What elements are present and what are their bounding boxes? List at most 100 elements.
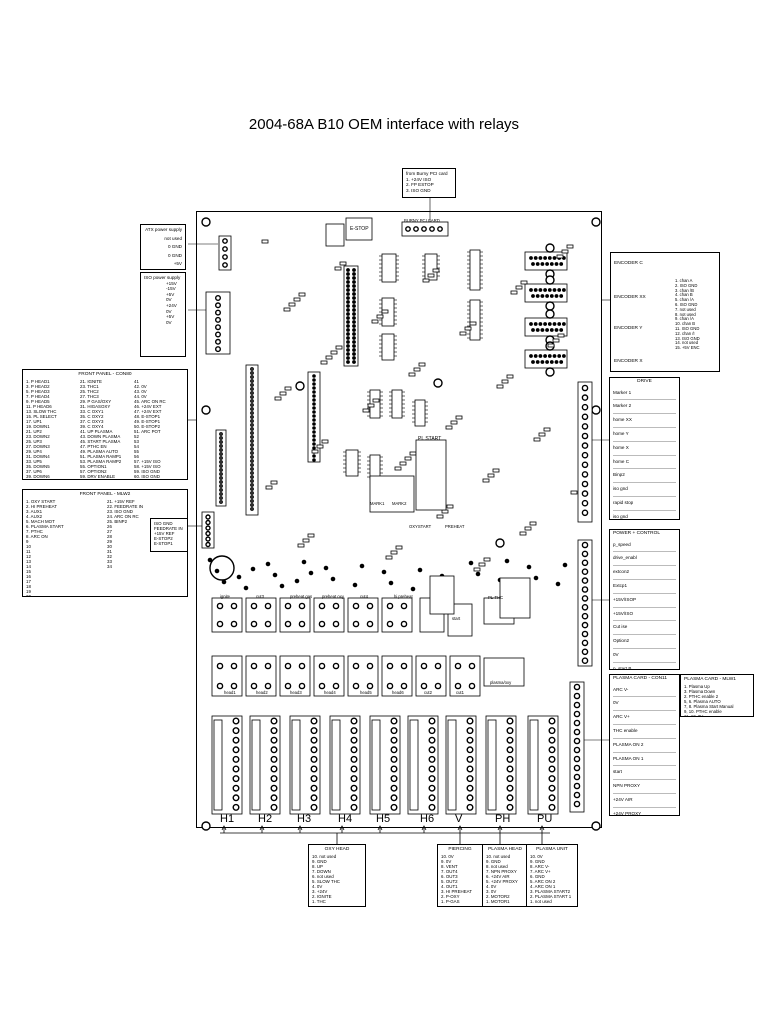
con80-pin: 3. P HEAD2 xyxy=(26,384,50,389)
terminal-screw xyxy=(466,746,474,754)
terminal-screw xyxy=(466,775,474,783)
mlw2-pin: 34 xyxy=(107,564,112,569)
plasma-head-header: PLASMA HEAD xyxy=(488,847,522,852)
iso-header: ISO power supply xyxy=(144,275,181,280)
via xyxy=(381,569,387,575)
pin xyxy=(346,336,350,340)
terminal-screw xyxy=(573,800,581,808)
pin xyxy=(352,332,356,336)
via xyxy=(562,562,568,568)
pin xyxy=(346,348,350,352)
relay-pin xyxy=(284,602,292,610)
pin xyxy=(214,302,221,309)
pin xyxy=(437,226,443,232)
relay-pin xyxy=(264,662,272,670)
power-control-signal: +15V/ISOP xyxy=(613,594,676,608)
drive-signal: rapid stop xyxy=(613,497,676,511)
relay xyxy=(347,655,379,697)
terminal-screw xyxy=(232,727,240,735)
pin xyxy=(250,451,254,455)
resistor xyxy=(506,374,514,379)
plasma-mlw1-header: PLASMA CARD - MLW1 xyxy=(684,677,736,682)
via xyxy=(475,571,481,577)
mark-switch-block xyxy=(369,475,415,513)
relay-pin xyxy=(468,662,476,670)
pin xyxy=(352,296,356,300)
power-control-signal: extcon2 xyxy=(613,566,676,580)
relay-pin xyxy=(230,682,238,690)
pin xyxy=(346,352,350,356)
capacitor xyxy=(209,555,235,581)
terminal-screw xyxy=(232,775,240,783)
con80-pin: 25. UP3 xyxy=(26,439,42,444)
pin xyxy=(557,354,562,358)
atx-header: ATX power supply xyxy=(145,227,182,232)
mounting-hole xyxy=(433,378,443,388)
power-control-signal: drive_enabl xyxy=(613,552,676,567)
ic-chip xyxy=(369,454,381,480)
resistor xyxy=(409,451,417,456)
mlw2-pin: 8. ARC ON xyxy=(26,534,48,539)
plasma-con11-signal: 0V xyxy=(613,697,676,712)
terminal-screw xyxy=(581,621,589,629)
con80-pin: 47. +24V EXT xyxy=(134,409,162,414)
encoder-x-label: ENCODER X xyxy=(614,359,643,364)
resistor xyxy=(320,360,328,365)
pin xyxy=(312,434,316,438)
terminal-screw xyxy=(548,803,556,811)
pin xyxy=(535,294,540,298)
plasma-head-pin: 2. MOTOR2 xyxy=(486,894,510,899)
terminal-screw xyxy=(581,630,589,638)
terminal-screw xyxy=(390,784,398,792)
encoder-pin: 14. not used xyxy=(675,340,699,346)
relay-pin xyxy=(284,662,292,670)
mlw2-pin: 7. PTHC xyxy=(26,529,43,534)
pin xyxy=(219,476,223,480)
pin xyxy=(250,395,254,399)
mlw2-pin: 33 xyxy=(107,559,112,564)
pin xyxy=(222,238,228,244)
plasma-unit-pin: 2. PLASMA START 1 xyxy=(530,894,572,899)
terminal-screw xyxy=(270,765,278,773)
relay-pin xyxy=(386,620,394,628)
pin xyxy=(352,344,356,348)
pin xyxy=(346,340,350,344)
pin xyxy=(535,262,540,266)
ic-chip xyxy=(345,449,359,477)
con80-pin: 29. UP4 xyxy=(26,449,42,454)
mounting-hole xyxy=(201,217,211,227)
terminal-screw xyxy=(350,784,358,792)
relay-pin xyxy=(298,662,306,670)
plasma-mlw1-pin: 2. PTHC enable 2 xyxy=(684,694,719,699)
resistor xyxy=(557,333,565,338)
encoder-pin: 15. +5V ENC xyxy=(675,345,700,351)
terminal-screw xyxy=(573,773,581,781)
pin xyxy=(250,475,254,479)
power-control-signal: p_start B xyxy=(613,663,676,669)
pl-start-block xyxy=(415,439,447,511)
pin xyxy=(547,322,552,326)
con80-pin: 45. ARC ON RC xyxy=(134,399,166,404)
pin xyxy=(219,484,223,488)
iso-gnd-line: +15V REF xyxy=(154,531,175,536)
pin xyxy=(352,328,356,332)
resistor xyxy=(446,504,454,509)
con80-pin: 58. +15V ISO xyxy=(134,464,161,469)
mlw2-pin: 20 xyxy=(26,594,31,597)
pin xyxy=(346,316,350,320)
resistor xyxy=(450,420,458,425)
con80-pin: 11. P HEAD6 xyxy=(26,404,52,409)
plasma-unit-pin: 7. ARC V+ xyxy=(530,869,551,874)
con80-pin: 57. OPTION2 xyxy=(80,469,107,474)
pl-thc-block xyxy=(429,575,455,615)
diagram-title: 2004-68A B10 OEM interface with relays xyxy=(248,116,520,133)
relay-label: head2 xyxy=(256,690,268,695)
ribbon-pins xyxy=(213,719,223,811)
con80-pin: 55. OPTION1 xyxy=(80,464,107,469)
terminal-screw xyxy=(390,746,398,754)
resistor xyxy=(482,478,490,483)
resistor xyxy=(566,244,574,249)
pin xyxy=(559,294,564,298)
